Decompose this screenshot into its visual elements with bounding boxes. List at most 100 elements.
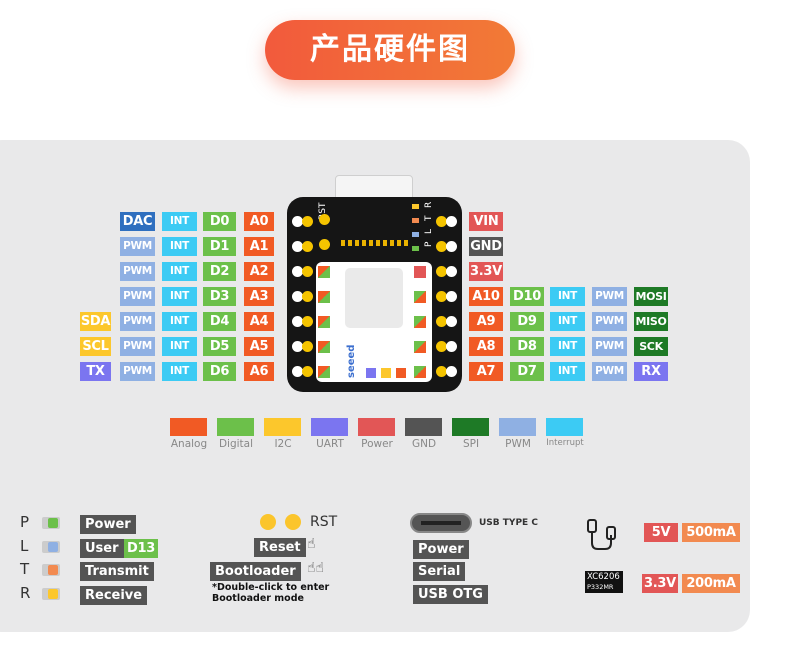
right-pin-3-int: INT bbox=[550, 287, 585, 306]
seeed-logo: seeed bbox=[346, 344, 357, 378]
left-pad-outer-2 bbox=[292, 266, 303, 277]
board-led-letter-2: T bbox=[424, 215, 434, 222]
left-pin-0-digital: D0 bbox=[203, 212, 236, 231]
right-pin-4-int: INT bbox=[550, 312, 585, 331]
right-pin-3-extra: MOSI bbox=[634, 287, 668, 306]
page-title: 产品硬件图 bbox=[265, 20, 515, 80]
left-pin-5-int: INT bbox=[162, 337, 197, 356]
left-pad-1 bbox=[302, 241, 313, 252]
led-color-2 bbox=[48, 565, 58, 575]
left-pad-6 bbox=[302, 366, 313, 377]
power-200ma: 200mA bbox=[682, 574, 740, 593]
legend-label-interrupt: Interrupt bbox=[546, 438, 584, 448]
usb-cable-icon bbox=[587, 519, 616, 550]
left-pin-6-analog: A6 bbox=[244, 362, 274, 381]
board-led-letter-1: L bbox=[424, 228, 434, 234]
button-dot-right-icon bbox=[285, 514, 301, 530]
click-icon: ☝ bbox=[307, 536, 316, 552]
led-label-transmit: Transmit bbox=[80, 562, 154, 581]
reset-label: Reset bbox=[254, 538, 306, 557]
led-color-0 bbox=[48, 518, 58, 528]
led-label-receive: Receive bbox=[80, 586, 148, 605]
board-led-0 bbox=[412, 246, 419, 251]
left-pin-3-digital: D3 bbox=[203, 287, 236, 306]
legend-swatch-pwm bbox=[499, 418, 536, 436]
rst-label: RST bbox=[310, 514, 338, 530]
right-pin-6-int: INT bbox=[550, 362, 585, 381]
left-pin-6-p1: PWM bbox=[120, 362, 155, 381]
chip-pad-right-3 bbox=[414, 341, 426, 353]
left-pin-6-extra: TX bbox=[80, 362, 111, 381]
right-pin-3-digital: D10 bbox=[510, 287, 544, 306]
right-pad-outer-2 bbox=[446, 266, 457, 277]
left-pad-outer-4 bbox=[292, 316, 303, 327]
left-pin-6-int: INT bbox=[162, 362, 197, 381]
right-pin-3-main: A10 bbox=[469, 287, 503, 306]
right-pad-5 bbox=[436, 341, 447, 352]
led-color-3 bbox=[48, 589, 58, 599]
board-led-3 bbox=[412, 204, 419, 209]
double-click-icon: ☝☝ bbox=[307, 560, 325, 576]
power-5v: 5V bbox=[644, 523, 678, 542]
left-pin-2-int: INT bbox=[162, 262, 197, 281]
left-pad-2 bbox=[302, 266, 313, 277]
left-pad-4 bbox=[302, 316, 313, 327]
left-pin-5-extra: SCL bbox=[80, 337, 111, 356]
right-pin-4-main: A9 bbox=[469, 312, 503, 331]
power-3v3: 3.3V bbox=[642, 574, 678, 593]
left-pad-outer-3 bbox=[292, 291, 303, 302]
legend-swatch-analog bbox=[170, 418, 207, 436]
chip-pad-left-0 bbox=[318, 266, 330, 278]
right-pad-outer-5 bbox=[446, 341, 457, 352]
left-pin-4-p1: PWM bbox=[120, 312, 155, 331]
led-letter-r: R bbox=[20, 584, 31, 602]
led-letter-t: T bbox=[20, 560, 30, 578]
left-pad-3 bbox=[302, 291, 313, 302]
right-pad-3 bbox=[436, 291, 447, 302]
legend-label-power: Power bbox=[361, 438, 393, 450]
right-pin-0-main: VIN bbox=[469, 212, 503, 231]
right-pin-6-digital: D7 bbox=[510, 362, 544, 381]
left-pin-5-analog: A5 bbox=[244, 337, 274, 356]
right-pad-outer-3 bbox=[446, 291, 457, 302]
led-label-user: User bbox=[80, 539, 124, 558]
legend-label-analog: Analog bbox=[170, 438, 208, 450]
right-pad-outer-4 bbox=[446, 316, 457, 327]
left-pin-1-analog: A1 bbox=[244, 237, 274, 256]
left-pad-outer-1 bbox=[292, 241, 303, 252]
right-pad-1 bbox=[436, 241, 447, 252]
right-pin-4-extra: MISO bbox=[634, 312, 668, 331]
led-letter-l: L bbox=[20, 537, 29, 555]
legend-swatch-spi bbox=[452, 418, 489, 436]
right-pin-6-main: A7 bbox=[469, 362, 503, 381]
left-pad-outer-6 bbox=[292, 366, 303, 377]
right-pin-4-digital: D9 bbox=[510, 312, 544, 331]
left-pin-3-int: INT bbox=[162, 287, 197, 306]
usb-serial-label: Serial bbox=[413, 562, 466, 581]
chip-marker-1 bbox=[381, 368, 391, 378]
right-pin-5-main: A8 bbox=[469, 337, 503, 356]
legend-label-i2c: I2C bbox=[274, 438, 292, 450]
legend-swatch-digital bbox=[217, 418, 254, 436]
right-pin-1-main: GND bbox=[469, 237, 503, 256]
bootloader-label: Bootloader bbox=[210, 562, 301, 581]
rst-pad-b bbox=[319, 239, 330, 250]
board-led-letter-0: P bbox=[424, 241, 434, 247]
right-pad-outer-0 bbox=[446, 216, 457, 227]
left-pin-4-analog: A4 bbox=[244, 312, 274, 331]
left-pin-3-p1: PWM bbox=[120, 287, 155, 306]
left-pin-2-analog: A2 bbox=[244, 262, 274, 281]
chip-marker-2 bbox=[396, 368, 406, 378]
right-pad-4 bbox=[436, 316, 447, 327]
left-pin-0-p1: DAC bbox=[120, 212, 155, 231]
right-pin-5-pwm: PWM bbox=[592, 337, 627, 356]
left-pin-5-digital: D5 bbox=[203, 337, 236, 356]
legend-swatch-interrupt bbox=[546, 418, 583, 436]
left-pin-5-p1: PWM bbox=[120, 337, 155, 356]
chip-pad-right-2 bbox=[414, 316, 426, 328]
usb-type-c-label: USB TYPE C bbox=[479, 518, 538, 528]
left-pin-4-int: INT bbox=[162, 312, 197, 331]
chip-shield bbox=[345, 268, 403, 328]
chip-pad-left-1 bbox=[318, 291, 330, 303]
